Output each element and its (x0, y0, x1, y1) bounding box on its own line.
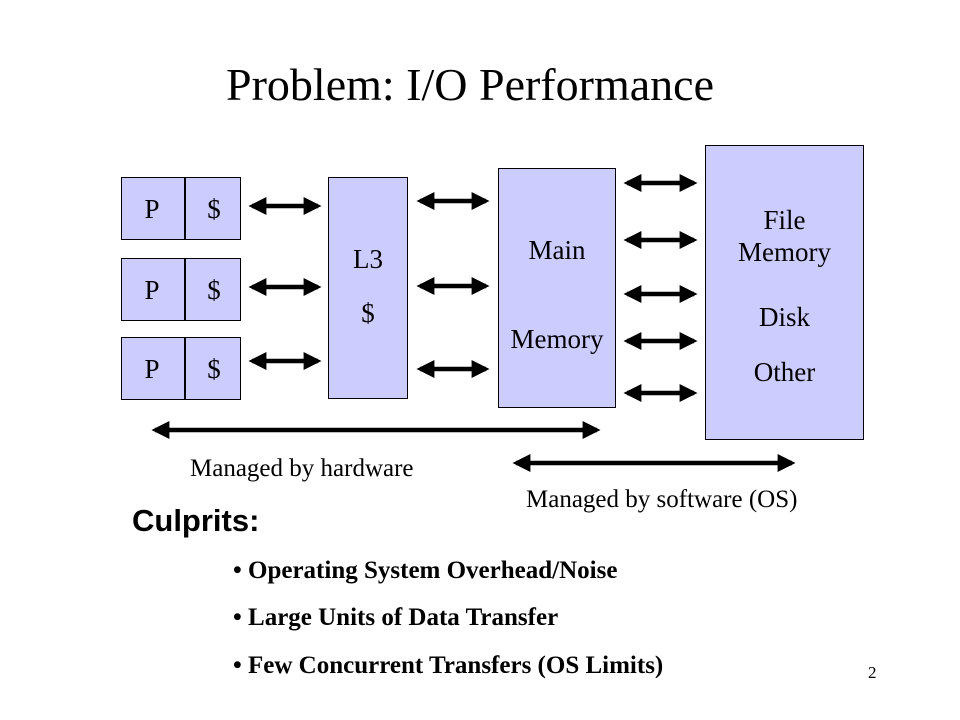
cache-label-1: $ (207, 194, 221, 224)
processor-divider-1 (184, 177, 186, 240)
main-memory-box (498, 168, 616, 408)
processor-divider-3 (184, 337, 186, 400)
culprit-item-3: • Few Concurrent Transfers (OS Limits) (233, 652, 664, 679)
culprit-item-2-text: Large Units of Data Transfer (248, 604, 559, 631)
culprit-item-1: • Operating System Overhead/Noise (233, 557, 618, 584)
culprits-heading: Culprits: (132, 503, 260, 538)
processor-divider-2 (184, 258, 186, 321)
processor-label-2: P (144, 275, 160, 305)
l3-cache-box (328, 177, 408, 399)
processor-box-1 (121, 177, 241, 240)
processor-label-3: P (144, 354, 160, 384)
processor-box-2 (121, 258, 241, 321)
l3-label: L3 (353, 244, 383, 274)
file-memory-label-2: Memory (738, 237, 831, 267)
processor-box-3 (121, 337, 241, 400)
file-memory-box (705, 145, 864, 440)
slide-title: Problem: I/O Performance (226, 59, 714, 110)
culprit-item-2: • Large Units of Data Transfer (233, 604, 559, 631)
culprit-item-3-text: Few Concurrent Transfers (OS Limits) (248, 652, 664, 679)
cache-label-3: $ (207, 354, 221, 384)
file-memory-label-4: Other (753, 357, 816, 387)
l3-cache-symbol: $ (361, 298, 375, 328)
culprit-item-1-text: Operating System Overhead/Noise (248, 557, 618, 584)
managed-by-hardware-label: Managed by hardware (190, 455, 414, 482)
processor-label-1: P (144, 194, 160, 224)
cache-label-2: $ (207, 275, 221, 305)
managed-by-software-label: Managed by software (OS) (526, 486, 798, 513)
file-memory-label-1: File (763, 205, 806, 235)
main-memory-label-2: Memory (510, 324, 604, 354)
file-memory-label-3: Disk (758, 302, 810, 332)
page-number: 2 (868, 663, 877, 682)
main-memory-label-1: Main (528, 235, 586, 265)
